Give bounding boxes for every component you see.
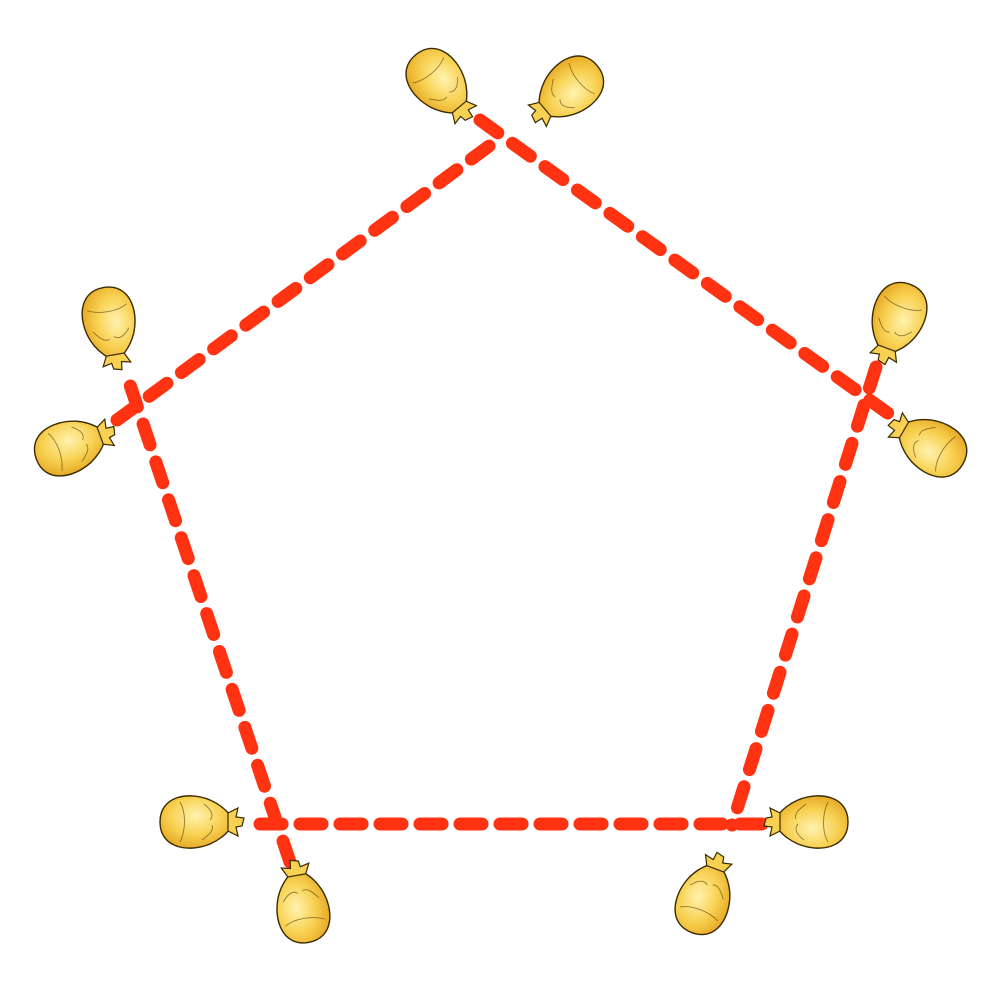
gourd-figure-icon — [159, 795, 245, 849]
figure-top-right — [526, 55, 605, 128]
figure-head — [887, 411, 910, 439]
gourd-figure-icon — [81, 286, 136, 371]
figure-head — [763, 806, 781, 838]
figure-upper-right-a — [868, 281, 928, 366]
figure-body — [81, 286, 136, 361]
figure-texture — [913, 426, 956, 472]
gourd-figure-icon — [887, 411, 968, 478]
pentagon-edges — [110, 113, 896, 869]
figure-texture — [551, 63, 595, 109]
gourd-figure-icon — [674, 851, 734, 936]
figure-head — [868, 344, 898, 366]
gourd-figure-icon — [33, 417, 116, 477]
figure-body — [33, 420, 107, 477]
corner-figures — [33, 47, 968, 944]
edge-top-left — [110, 131, 507, 427]
figure-head — [96, 417, 116, 447]
figure-head — [451, 100, 478, 126]
edge-top-right — [473, 113, 896, 421]
gourd-figure-icon — [526, 55, 605, 128]
figure-lower-left-b — [276, 859, 331, 944]
figure-head — [102, 352, 132, 371]
figure-head — [280, 859, 310, 878]
edge-right — [725, 360, 883, 832]
figure-texture — [413, 57, 459, 101]
figure-lower-left-a — [159, 795, 245, 849]
figure-body — [276, 869, 331, 944]
edge-left — [119, 366, 297, 869]
figure-texture — [282, 889, 325, 927]
figure-head — [704, 851, 734, 873]
figure-body — [674, 862, 731, 936]
gourd-figure-icon — [276, 859, 331, 944]
figure-head — [227, 806, 245, 838]
figure-head — [526, 101, 552, 128]
figure-body — [871, 281, 928, 355]
figure-lower-right-a — [763, 795, 849, 849]
figure-texture — [47, 426, 89, 472]
figure-texture — [795, 801, 829, 843]
figure-texture — [179, 801, 213, 843]
figure-top-left — [405, 47, 478, 126]
figure-texture — [679, 880, 724, 922]
figure-body — [159, 795, 233, 849]
figure-upper-right-b — [887, 411, 968, 478]
figure-texture — [878, 295, 923, 337]
gourd-figure-icon — [868, 281, 928, 366]
figure-lower-right-b — [674, 851, 734, 936]
figure-upper-left-a — [81, 286, 136, 371]
gourd-figure-icon — [763, 795, 849, 849]
figure-upper-left-b — [33, 417, 116, 477]
gourd-figure-icon — [405, 47, 478, 126]
figure-body — [775, 795, 849, 849]
